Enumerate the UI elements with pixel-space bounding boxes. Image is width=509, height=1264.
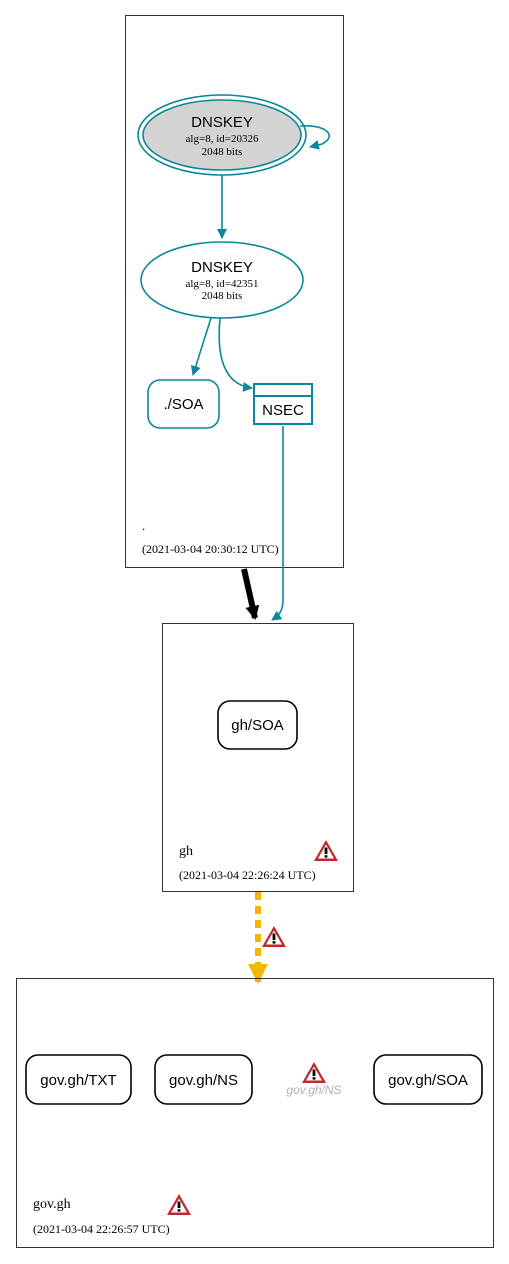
govgh-zone-timestamp: (2021-03-04 22:26:57 UTC) bbox=[33, 1222, 170, 1236]
govgh-soa-label: gov.gh/SOA bbox=[388, 1072, 468, 1089]
nsec-label: NSEC bbox=[262, 402, 304, 419]
govgh-ns-node[interactable]: gov.gh/NS bbox=[154, 1054, 253, 1105]
delegation-warning-icon[interactable] bbox=[262, 926, 286, 947]
govgh-ns-missing-node[interactable]: gov.gh/NS bbox=[286, 1062, 342, 1097]
govgh-warning-icon[interactable] bbox=[167, 1194, 191, 1215]
ksk-alg: alg=8, id=20326 bbox=[186, 133, 259, 145]
zone-govgh-box bbox=[16, 978, 494, 1248]
zsk-to-nsec-edge bbox=[218, 317, 253, 392]
nsec-to-gh-edge bbox=[271, 426, 284, 621]
root-soa-label: ./SOA bbox=[163, 396, 203, 413]
zone-root-box bbox=[125, 15, 344, 568]
govgh-ns-missing-label: gov.gh/NS bbox=[286, 1083, 341, 1097]
root-to-gh-delegation-edge bbox=[241, 568, 260, 620]
zsk-title: DNSKEY bbox=[191, 259, 253, 276]
root-soa-node[interactable]: ./SOA bbox=[147, 379, 220, 429]
govgh-ns-warning-icon bbox=[302, 1062, 326, 1083]
zone-gh-box bbox=[162, 623, 354, 892]
gh-zone-name: gh bbox=[179, 844, 193, 859]
dnskey-ksk-node[interactable]: DNSKEY alg=8, id=20326 2048 bits bbox=[137, 94, 307, 176]
gh-warning-icon[interactable] bbox=[314, 840, 338, 861]
nsec-node[interactable]: NSEC bbox=[253, 383, 313, 425]
zsk-bits: 2048 bits bbox=[202, 290, 243, 302]
govgh-ns-label: gov.gh/NS bbox=[169, 1072, 238, 1089]
govgh-soa-node[interactable]: gov.gh/SOA bbox=[373, 1054, 483, 1105]
root-zone-timestamp: (2021-03-04 20:30:12 UTC) bbox=[142, 542, 279, 556]
ksk-self-loop-edge bbox=[299, 125, 330, 150]
dnskey-zsk-node[interactable]: DNSKEY alg=8, id=42351 2048 bits bbox=[140, 241, 304, 319]
gh-soa-label: gh/SOA bbox=[231, 717, 284, 734]
ksk-title: DNSKEY bbox=[191, 114, 253, 131]
gh-zone-timestamp: (2021-03-04 22:26:24 UTC) bbox=[179, 868, 316, 882]
gh-soa-node[interactable]: gh/SOA bbox=[217, 700, 298, 750]
ksk-bits: 2048 bits bbox=[202, 146, 243, 158]
root-zone-name: . bbox=[142, 518, 145, 533]
zsk-to-soa-edge bbox=[190, 317, 212, 376]
govgh-zone-name: gov.gh bbox=[33, 1197, 71, 1212]
govgh-txt-node[interactable]: gov.gh/TXT bbox=[25, 1054, 132, 1105]
zsk-alg: alg=8, id=42351 bbox=[186, 278, 259, 290]
govgh-txt-label: gov.gh/TXT bbox=[40, 1072, 116, 1089]
